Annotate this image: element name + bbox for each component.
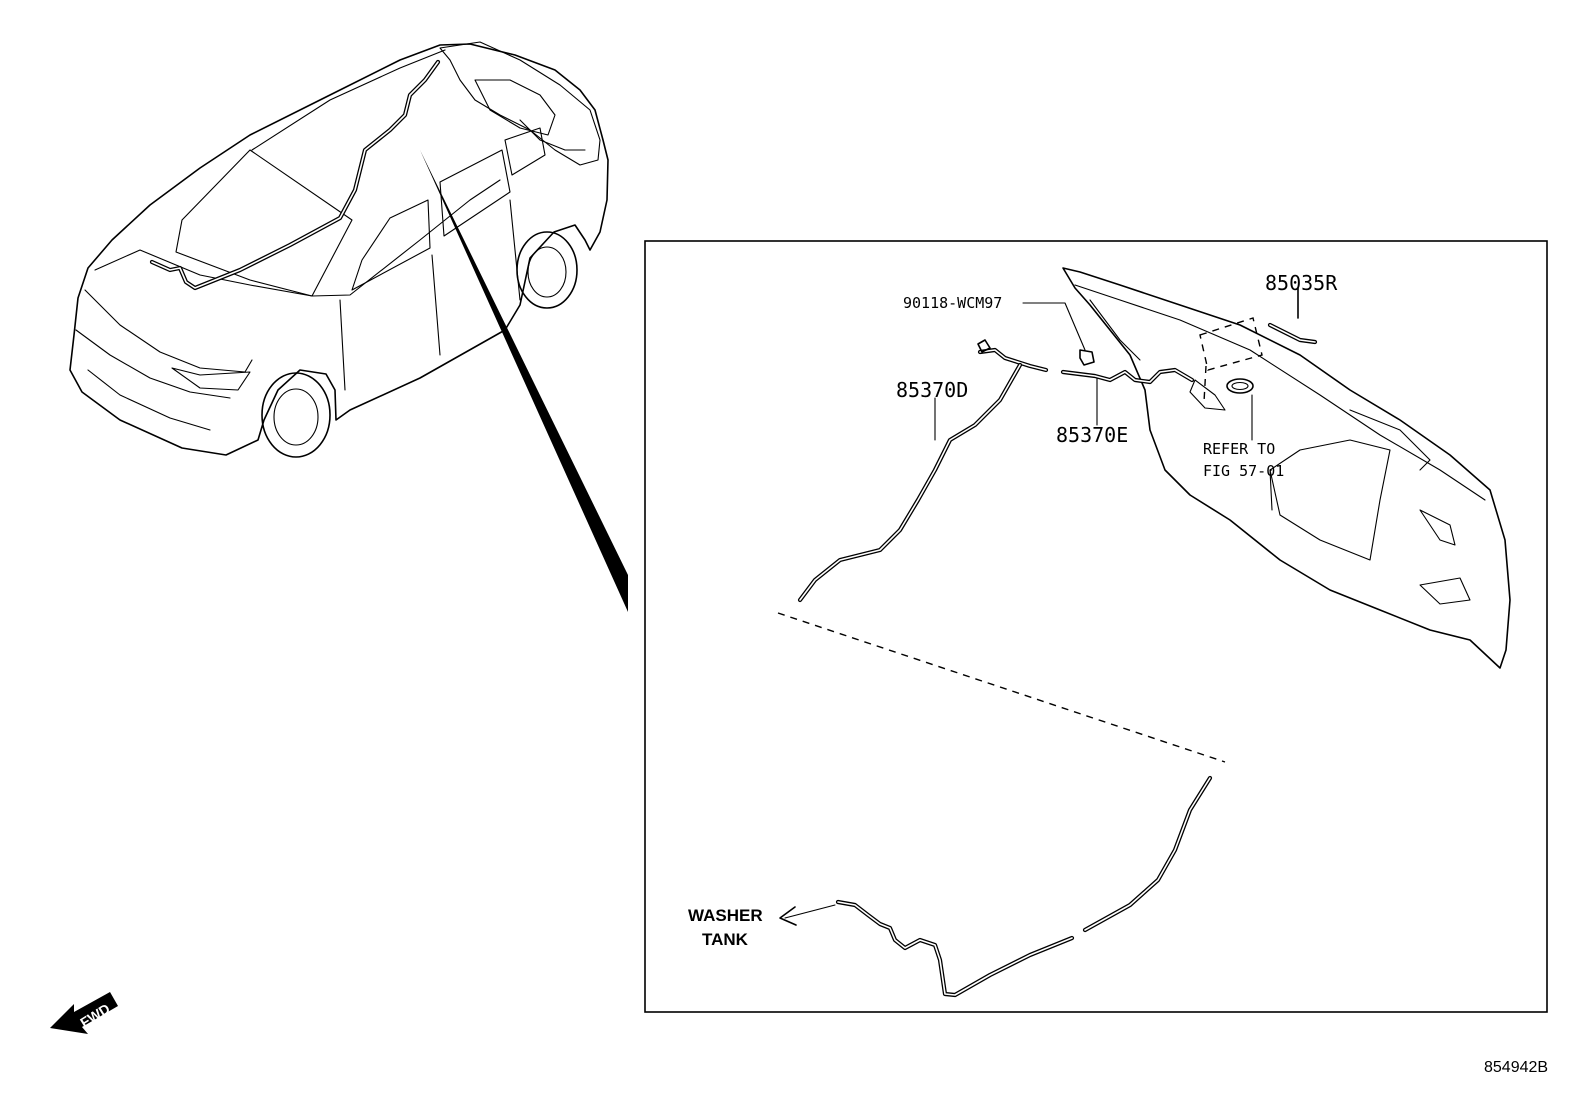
label-washer: WASHER <box>688 906 763 925</box>
clip-90118 <box>1022 302 1095 366</box>
nozzle-zoom-line <box>1203 365 1207 403</box>
label-hose-e: 85370E <box>1056 423 1128 447</box>
label-refer-line2: FIG 57-01 <box>1203 462 1284 480</box>
label-nozzle: 85035R <box>1265 271 1338 295</box>
nozzle-85035R <box>1267 287 1318 345</box>
liftgate-panel <box>1062 267 1511 669</box>
callout-wedge <box>420 150 628 612</box>
diagram-id: 854942B <box>1484 1059 1548 1076</box>
hose-lower <box>779 775 1213 998</box>
detail-frame <box>644 240 1548 1013</box>
label-hose-d: 85370D <box>896 378 968 402</box>
vehicle-overview <box>69 41 609 458</box>
label-tank: TANK <box>702 930 749 949</box>
nozzle-zoom-box <box>1199 317 1263 371</box>
fwd-arrow-icon: FWD <box>50 992 118 1034</box>
hose-85370E <box>1060 367 1195 426</box>
label-clip: 90118-WCM97 <box>903 294 1002 312</box>
hose-continuation <box>777 612 1226 763</box>
hose-85370D <box>797 339 1049 603</box>
label-refer-line1: REFER TO <box>1203 440 1275 458</box>
